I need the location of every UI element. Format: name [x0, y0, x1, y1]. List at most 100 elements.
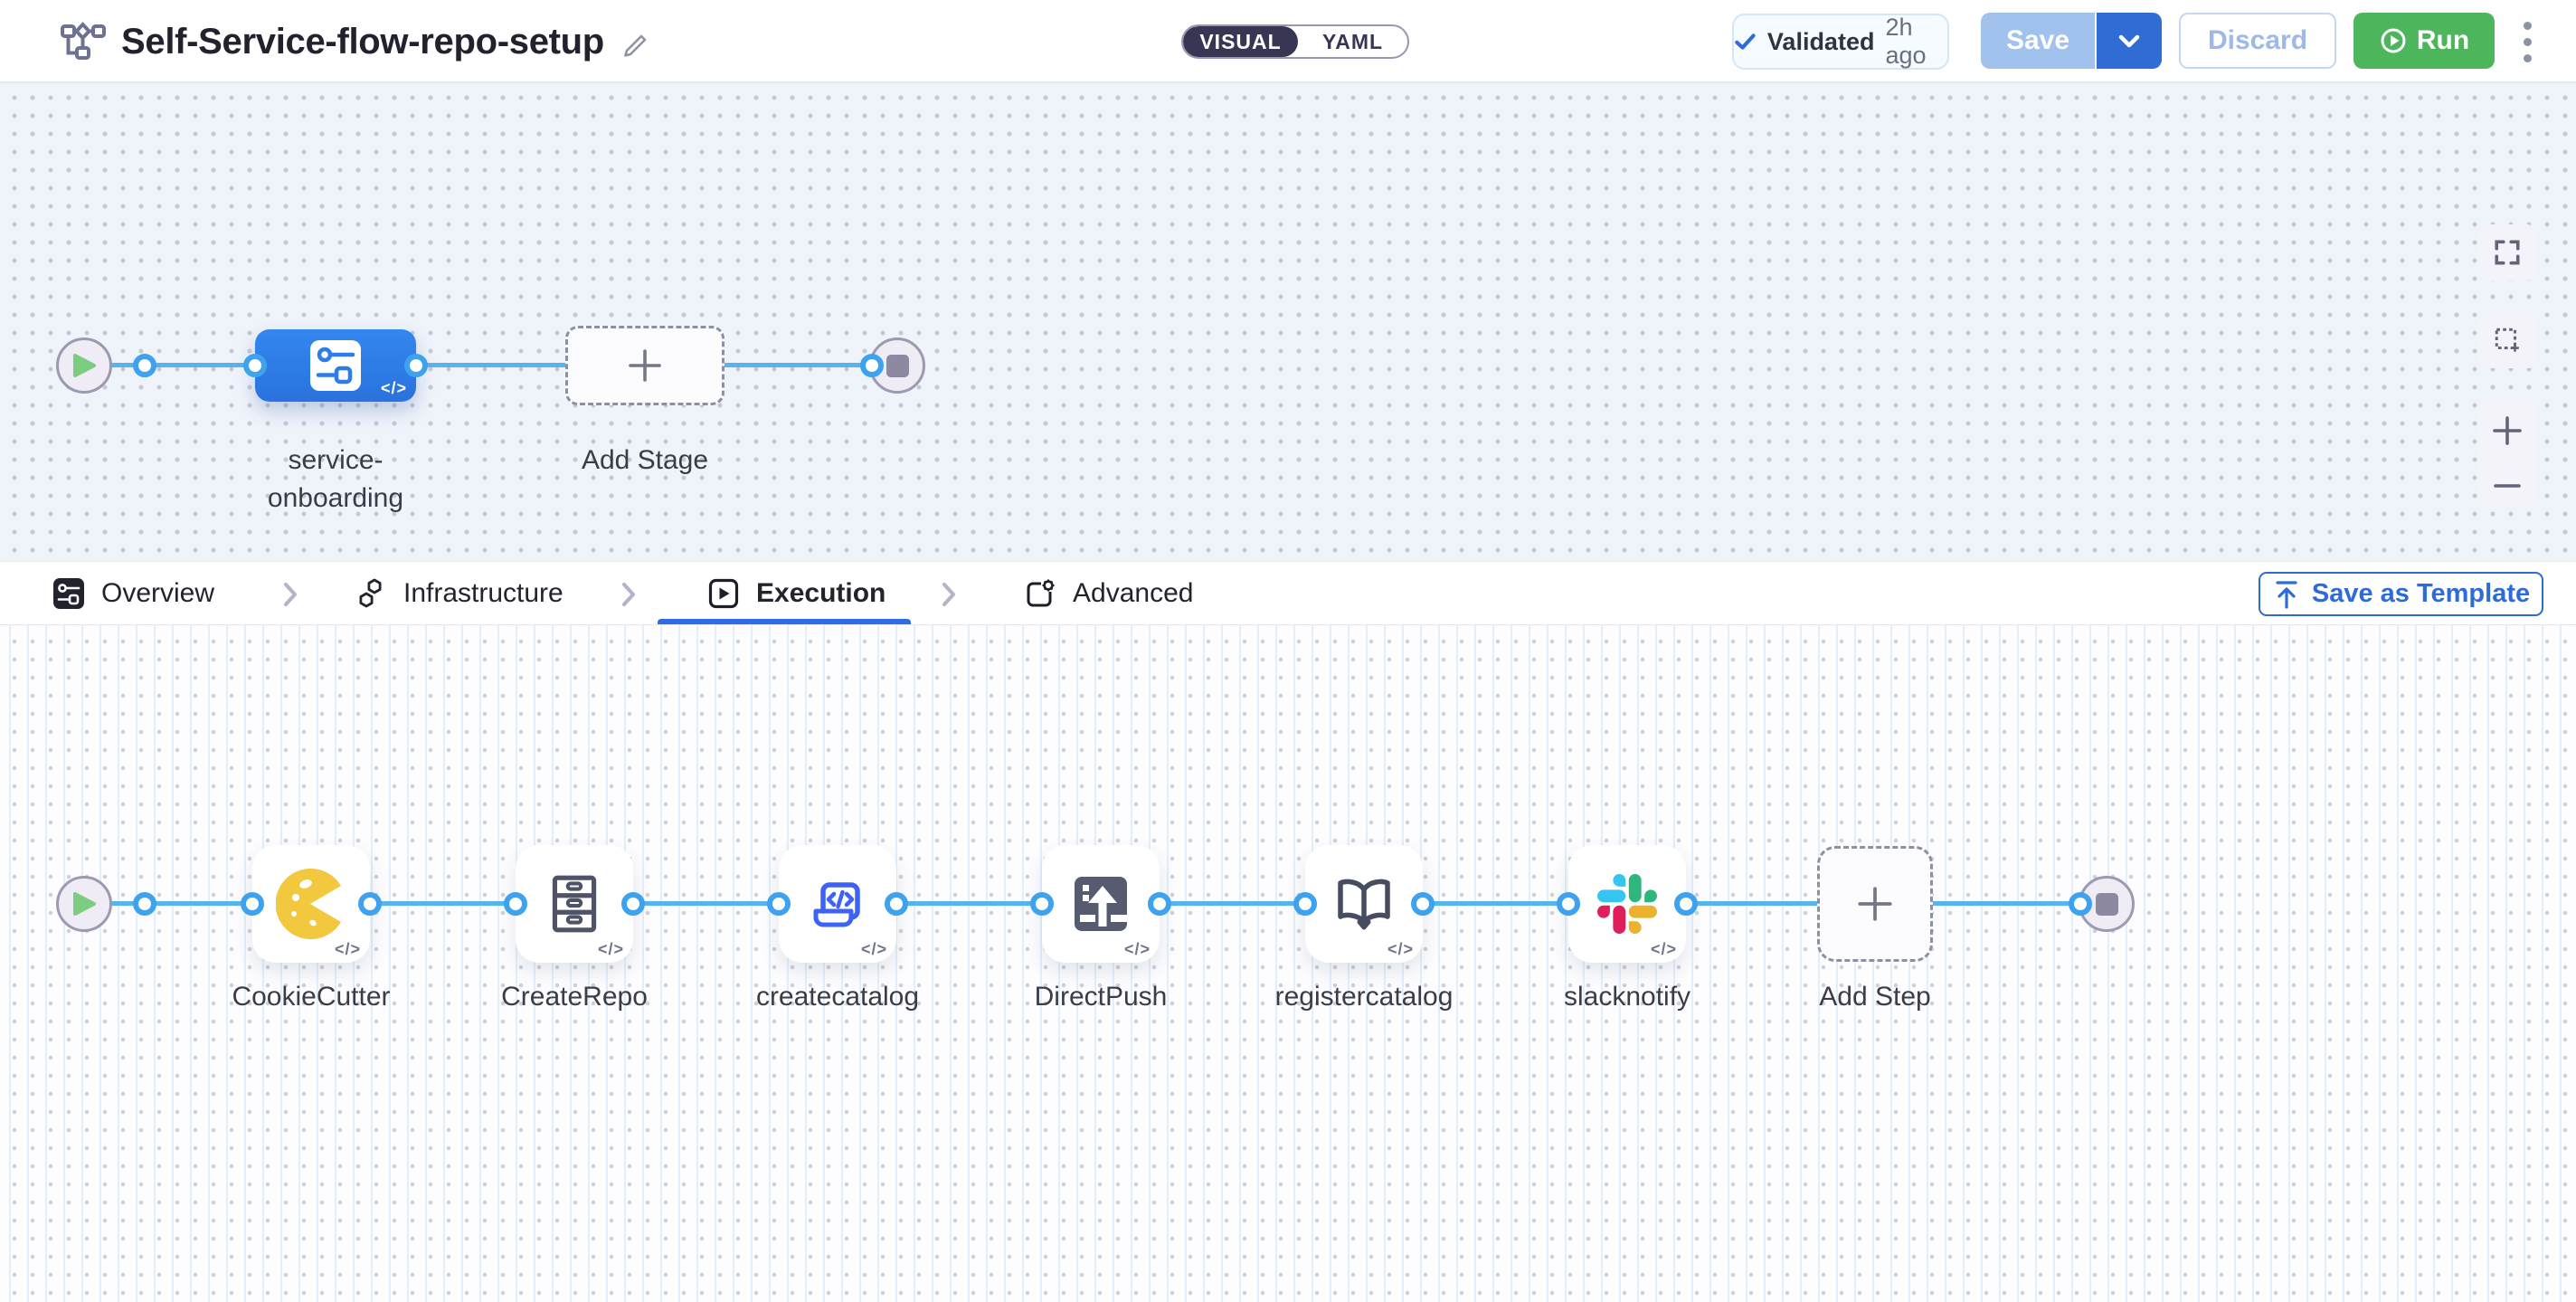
infrastructure-icon	[355, 577, 387, 610]
marquee-select-button[interactable]	[2478, 312, 2536, 368]
step-node-registercatalog[interactable]: </>	[1305, 845, 1423, 963]
add-stage-button[interactable]	[565, 326, 724, 405]
stage-connector-line	[84, 363, 872, 367]
tab-execution-label: Execution	[756, 578, 886, 609]
connector-port[interactable]	[1148, 892, 1171, 916]
run-label: Run	[2417, 25, 2469, 56]
code-badge: </>	[861, 940, 887, 959]
step-node-slacknotify[interactable]: </>	[1568, 845, 1686, 963]
stage-label: service-onboarding	[241, 442, 431, 518]
code-badge: </>	[598, 940, 624, 959]
connector-port[interactable]	[1557, 892, 1580, 916]
save-split-button: Save	[1981, 13, 2162, 69]
add-step-label: Add Step	[1785, 978, 1965, 1016]
connector-port[interactable]	[133, 892, 156, 916]
fullscreen-button[interactable]	[2478, 224, 2536, 280]
overview-icon	[52, 577, 85, 610]
step-node-directpush[interactable]: </>	[1042, 845, 1160, 963]
connector-port[interactable]	[860, 354, 884, 377]
pipeline-icon	[60, 18, 107, 65]
code-badge: </>	[381, 379, 407, 398]
start-play-icon	[72, 353, 96, 378]
upload-icon	[2272, 579, 2301, 610]
stop-square-icon	[2096, 893, 2118, 916]
more-options-kebab-icon[interactable]	[2511, 14, 2543, 69]
stage-tabbar: Overview Infrastructure Execution	[0, 561, 2576, 625]
connector-port[interactable]	[1411, 892, 1435, 916]
connector-port[interactable]	[1674, 892, 1698, 916]
plus-icon	[625, 346, 665, 385]
step-label: registercatalog	[1246, 978, 1482, 1016]
check-icon	[1734, 30, 1757, 53]
custom-stage-icon	[309, 339, 362, 392]
tab-overview-label: Overview	[101, 578, 214, 609]
execution-icon	[707, 577, 740, 610]
connector-port[interactable]	[358, 892, 382, 916]
chevron-right-icon	[941, 581, 957, 608]
fullscreen-icon	[2493, 238, 2522, 267]
connector-port[interactable]	[885, 892, 908, 916]
drawers-icon	[541, 870, 608, 937]
start-play-icon	[72, 891, 96, 917]
upload-square-icon	[1067, 870, 1134, 937]
step-node-createcatalog[interactable]: </>	[779, 845, 896, 963]
connector-port[interactable]	[1293, 892, 1317, 916]
step-label: CookieCutter	[194, 978, 429, 1016]
zoom-in-icon[interactable]	[2491, 414, 2524, 447]
add-stage-label: Add Stage	[554, 442, 735, 480]
zoom-in-out-control	[2478, 398, 2536, 508]
tab-overview[interactable]: Overview	[52, 562, 214, 625]
marquee-selection-icon	[2493, 326, 2522, 355]
code-scroll-icon	[803, 870, 872, 938]
run-button[interactable]: Run	[2353, 13, 2495, 69]
tab-execution[interactable]: Execution	[707, 562, 886, 625]
connector-port[interactable]	[2069, 892, 2092, 916]
connector-port[interactable]	[404, 354, 428, 377]
edit-pencil-icon[interactable]	[619, 25, 651, 58]
chevron-right-icon	[620, 581, 637, 608]
visual-yaml-toggle: VISUAL YAML	[1181, 24, 1409, 59]
save-as-template-button[interactable]: Save as Template	[2259, 572, 2543, 616]
step-label: slacknotify	[1510, 978, 1745, 1016]
connector-port[interactable]	[1030, 892, 1054, 916]
step-label: DirectPush	[983, 978, 1218, 1016]
save-as-template-label: Save as Template	[2312, 579, 2530, 609]
header: Self-Service-flow-repo-setup VISUAL YAML…	[0, 0, 2576, 83]
connector-port[interactable]	[133, 354, 156, 377]
open-book-icon	[1330, 870, 1398, 938]
toggle-yaml[interactable]: YAML	[1298, 26, 1407, 57]
connector-port[interactable]	[767, 892, 791, 916]
chevron-down-icon	[2118, 34, 2140, 48]
connector-port[interactable]	[243, 354, 267, 377]
save-dropdown-button[interactable]	[2097, 13, 2162, 69]
tab-infrastructure[interactable]: Infrastructure	[355, 562, 564, 625]
tab-advanced[interactable]: Advanced	[1024, 562, 1193, 625]
connector-port[interactable]	[241, 892, 264, 916]
connector-port[interactable]	[621, 892, 645, 916]
tab-infrastructure-label: Infrastructure	[403, 578, 564, 609]
stage-canvas[interactable]: </> service-onboarding Add Stage	[0, 83, 2576, 561]
code-badge: </>	[335, 940, 361, 959]
execution-canvas[interactable]: </> CookieCutter </> CreateRepo	[0, 625, 2576, 1302]
advanced-icon	[1024, 577, 1056, 610]
validated-badge[interactable]: Validated 2h ago	[1732, 14, 1949, 70]
chevron-right-icon	[282, 581, 298, 608]
cookiecutter-icon	[276, 869, 346, 939]
code-badge: </>	[1651, 940, 1677, 959]
page-title: Self-Service-flow-repo-setup	[121, 22, 604, 62]
code-badge: </>	[1124, 940, 1151, 959]
connector-port[interactable]	[504, 892, 527, 916]
step-label: createcatalog	[720, 978, 955, 1016]
stage-node-service-onboarding[interactable]: </>	[255, 329, 416, 402]
zoom-out-icon[interactable]	[2491, 480, 2524, 492]
discard-button[interactable]: Discard	[2179, 13, 2336, 69]
validated-label: Validated	[1767, 28, 1875, 56]
toggle-visual[interactable]: VISUAL	[1183, 26, 1298, 57]
step-node-cookiecutter[interactable]: </>	[252, 845, 370, 963]
save-button[interactable]: Save	[1981, 13, 2097, 69]
slack-icon	[1597, 874, 1657, 934]
add-step-button[interactable]	[1817, 846, 1933, 962]
step-label: CreateRepo	[457, 978, 692, 1016]
step-node-createrepo[interactable]: </>	[516, 845, 633, 963]
